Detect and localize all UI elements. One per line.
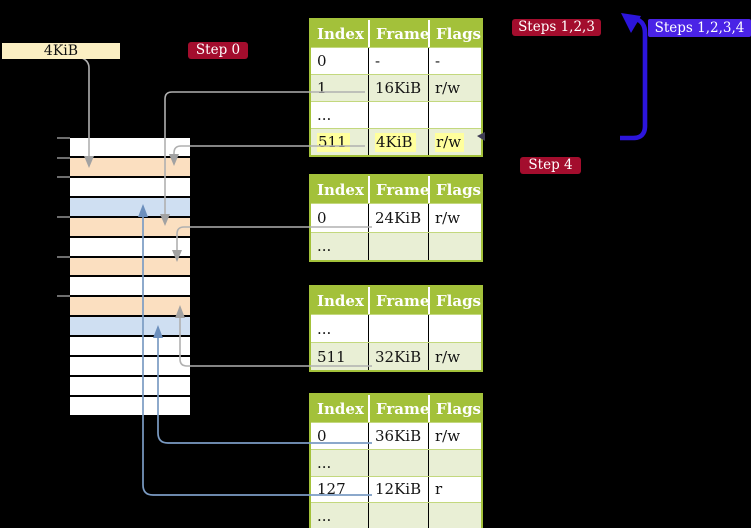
index-cell: 0 <box>317 52 327 70</box>
flags-cell: r/w <box>428 129 481 155</box>
level-4-page-table: Index Frame Flags 0 - - 1 16KiB r/w ... … <box>309 18 483 157</box>
table-header: Index Frame Flags <box>311 176 481 203</box>
column-header: Index <box>317 291 364 310</box>
frame-cell: 36KiB <box>368 423 428 449</box>
table-header: Index Frame Flags <box>311 20 481 47</box>
table-row: 0 24KiB r/w <box>311 203 481 232</box>
flags-cell: r/w <box>428 75 481 101</box>
memory-frame-row-4-page-table <box>70 215 190 236</box>
index-cell: ... <box>317 106 332 124</box>
highlight-mark: r/w <box>435 132 465 152</box>
memory-frame-row-2 <box>70 175 190 196</box>
frame-address-label: 4KiB <box>2 43 120 59</box>
frame-cell: 12KiB <box>368 476 428 503</box>
steps-1-2-3-badge: Steps 1,2,3 <box>512 19 601 36</box>
column-header: Flags <box>428 20 481 47</box>
column-header: Index <box>317 24 364 43</box>
table-row: ... <box>311 502 481 528</box>
index-cell: 0 <box>317 208 327 227</box>
frame-cell <box>368 232 428 260</box>
index-cell: 1 <box>317 79 327 97</box>
index-cell: ... <box>317 237 332 256</box>
flags-cell: r/w <box>428 343 481 370</box>
table-row: 1 16KiB r/w <box>311 74 481 101</box>
frame-cell <box>368 102 428 128</box>
step-4-badge: Step 4 <box>520 157 581 174</box>
steps-1-2-3-4-badge: Steps 1,2,3,4 <box>648 19 751 37</box>
frame-cell: 32KiB <box>368 343 428 370</box>
level-3-page-table: Index Frame Flags 0 24KiB r/w ... <box>309 174 483 262</box>
frame-cell <box>368 449 428 476</box>
memory-frame-row-8-page-table <box>70 295 190 316</box>
index-cell: 127 <box>317 480 346 499</box>
frame-cell: 16KiB <box>368 75 428 101</box>
index-cell: 0 <box>317 426 327 445</box>
table-header: Index Frame Flags <box>311 395 481 422</box>
memory-frame-row-3-mapped <box>70 195 190 216</box>
column-header: Flags <box>428 176 481 203</box>
frame-cell: 24KiB <box>368 204 428 232</box>
column-header: Index <box>317 399 364 418</box>
flags-cell: r/w <box>428 204 481 232</box>
table-row: ... <box>311 101 481 128</box>
flags-cell <box>428 449 481 476</box>
step-0-badge: Step 0 <box>188 42 248 59</box>
memory-frame-row-10 <box>70 335 190 356</box>
memory-frame-row-13 <box>70 394 190 415</box>
frame-cell <box>368 503 428 528</box>
flags-cell <box>428 315 481 342</box>
memory-frame-row-5 <box>70 235 190 256</box>
highlight-mark: 511 <box>317 132 350 152</box>
memory-frame-row-12 <box>70 375 190 395</box>
highlight-mark: 4KiB <box>375 132 416 152</box>
memory-frame-row-0 <box>70 138 190 156</box>
column-header: Frame <box>368 287 428 314</box>
physical-memory-column <box>70 138 190 415</box>
frame-cell: 4KiB <box>368 129 428 155</box>
table-row: ... <box>311 448 481 476</box>
table-row: ... <box>311 231 481 260</box>
level-1-page-table: Index Frame Flags 0 36KiB r/w ... 127 12… <box>309 393 483 528</box>
table-header: Index Frame Flags <box>311 287 481 314</box>
flags-cell <box>428 102 481 128</box>
frame-cell: - <box>368 48 428 74</box>
index-cell: ... <box>317 453 332 472</box>
memory-frame-row-9-mapped <box>70 315 190 336</box>
flags-cell: - <box>428 48 481 74</box>
column-header: Flags <box>428 395 481 422</box>
column-header: Flags <box>428 287 481 314</box>
level-2-page-table: Index Frame Flags ... 511 32KiB r/w <box>309 285 483 372</box>
column-header: Frame <box>368 20 428 47</box>
index-cell: ... <box>317 319 332 338</box>
memory-address-ticks <box>57 137 70 297</box>
table-row: 511 32KiB r/w <box>311 342 481 370</box>
memory-frame-row-7 <box>70 275 190 296</box>
flags-cell <box>428 503 481 528</box>
column-header: Frame <box>368 395 428 422</box>
column-header: Frame <box>368 176 428 203</box>
column-header: Index <box>317 180 364 199</box>
flags-cell <box>428 232 481 260</box>
table-row-highlighted: 511 4KiB r/w <box>311 128 481 155</box>
memory-frame-row-1-page-table <box>70 155 190 176</box>
recursive-loop-arrow <box>620 16 648 141</box>
index-cell: 511 <box>311 129 368 155</box>
frame-cell <box>368 315 428 342</box>
table-row: 127 12KiB r <box>311 475 481 503</box>
flags-cell: r/w <box>428 423 481 449</box>
table-row: 0 36KiB r/w <box>311 422 481 449</box>
memory-frame-row-6-page-table <box>70 255 190 276</box>
flags-cell: r <box>428 476 481 503</box>
table-row: ... <box>311 314 481 342</box>
table-row: 0 - - <box>311 47 481 74</box>
index-cell: 511 <box>317 347 346 366</box>
index-cell: ... <box>317 507 332 526</box>
memory-frame-row-11 <box>70 355 190 376</box>
recursive-loop-arrowhead-icon <box>621 13 641 33</box>
